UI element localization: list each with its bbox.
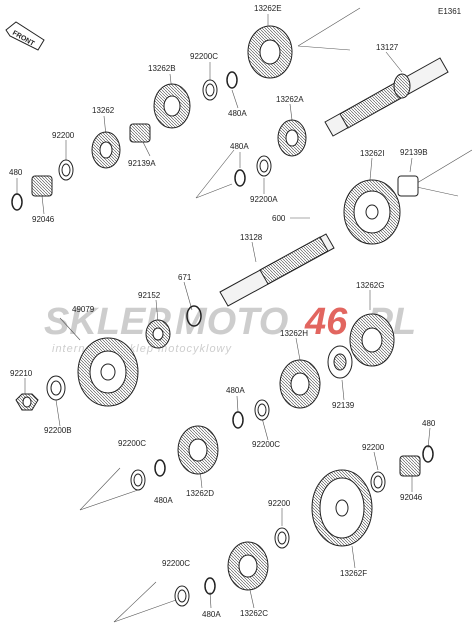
- label-13262c: 13262C: [240, 609, 268, 618]
- label-92210: 92210: [10, 369, 33, 378]
- part-gear-13262b[interactable]: [153, 83, 191, 129]
- part-bearing-92046-a[interactable]: [31, 175, 53, 197]
- label-92200c-b: 92200C: [252, 440, 280, 449]
- label-13262a: 13262A: [276, 95, 304, 104]
- part-washer-92200-a[interactable]: [58, 159, 74, 181]
- part-bearing-92152[interactable]: [145, 319, 171, 349]
- label-92139b: 92139B: [400, 148, 428, 157]
- part-nut-92210[interactable]: [15, 393, 39, 411]
- part-bearing-92139a[interactable]: [129, 123, 151, 143]
- label-480a-d: 480A: [154, 496, 173, 505]
- part-gear-13262h[interactable]: [279, 359, 321, 409]
- watermark-brand-num: 46: [304, 301, 348, 343]
- part-gear-13262[interactable]: [91, 131, 121, 169]
- label-92046-b: 92046: [400, 493, 423, 502]
- label-92200c-c: 92200C: [118, 439, 146, 448]
- part-gear-13262d[interactable]: [177, 425, 219, 475]
- label-92200-b: 92200: [362, 443, 385, 452]
- part-gear-13262c[interactable]: [227, 541, 269, 591]
- part-sprocket-49079[interactable]: [77, 337, 139, 407]
- front-arrow-icon: FRONT: [5, 21, 45, 51]
- part-bushing-92139b[interactable]: [397, 175, 419, 197]
- part-oring-671[interactable]: [186, 305, 202, 327]
- label-13262f: 13262F: [340, 569, 367, 578]
- part-circlip-480a-c[interactable]: [232, 411, 244, 429]
- label-92046-a: 92046: [32, 215, 55, 224]
- label-671: 671: [178, 273, 192, 282]
- label-92200-c: 92200: [268, 499, 291, 508]
- part-washer-92200c-c[interactable]: [130, 469, 146, 491]
- label-92139: 92139: [332, 401, 355, 410]
- label-13127: 13127: [376, 43, 399, 52]
- label-13262h: 13262H: [280, 329, 308, 338]
- part-shaft-13127[interactable]: [324, 57, 449, 137]
- part-shaft-13128[interactable]: [219, 233, 335, 307]
- label-49079: 49079: [72, 305, 95, 314]
- part-washer-92200c-d[interactable]: [174, 585, 190, 607]
- part-circlip-480a-a[interactable]: [226, 71, 238, 89]
- part-circlip-480a-b[interactable]: [234, 169, 246, 187]
- part-bearing-92139[interactable]: [327, 345, 353, 379]
- part-gear-13262i[interactable]: [343, 179, 401, 245]
- part-washer-92200b[interactable]: [46, 375, 66, 401]
- label-92200a: 92200A: [250, 195, 278, 204]
- label-13262: 13262: [92, 106, 115, 115]
- part-circlip-480-b[interactable]: [422, 445, 434, 463]
- label-13262g: 13262G: [356, 281, 384, 290]
- label-92200c-a: 92200C: [190, 52, 218, 61]
- part-washer-92200-c[interactable]: [274, 527, 290, 549]
- label-13262e: 13262E: [254, 4, 282, 13]
- label-13262b: 13262B: [148, 64, 176, 73]
- label-480a-c: 480A: [226, 386, 245, 395]
- label-92200c-d: 92200C: [162, 559, 190, 568]
- label-480a-a: 480A: [228, 109, 247, 118]
- label-13262d: 13262D: [186, 489, 214, 498]
- label-480-a: 480: [9, 168, 23, 177]
- part-washer-92200-b[interactable]: [370, 471, 386, 493]
- label-13262i: 13262I: [360, 149, 384, 158]
- leader-lines: [16, 7, 472, 623]
- part-washer-92200a[interactable]: [256, 155, 272, 177]
- label-480a-e: 480A: [202, 610, 221, 619]
- part-washer-92200c-a[interactable]: [202, 79, 218, 101]
- part-circlip-480a-e[interactable]: [204, 577, 216, 595]
- part-bearing-92046-b[interactable]: [399, 455, 421, 477]
- label-600: 600: [272, 214, 286, 223]
- diagram-code: E1361: [438, 7, 462, 16]
- label-480a-b: 480A: [230, 142, 249, 151]
- watermark-tagline: internetowy sklep motocyklowy: [52, 343, 233, 355]
- label-13128: 13128: [240, 233, 263, 242]
- label-92139a: 92139A: [128, 159, 156, 168]
- watermark-brand-right: MOTO: [175, 301, 288, 343]
- label-92200b: 92200B: [44, 426, 72, 435]
- part-gear-13262a[interactable]: [277, 119, 307, 157]
- part-gear-13262g[interactable]: [349, 313, 395, 367]
- part-circlip-480a-d[interactable]: [154, 459, 166, 477]
- part-washer-92200c-b[interactable]: [254, 399, 270, 421]
- label-480-b: 480: [422, 419, 436, 428]
- part-gear-13262e[interactable]: [247, 25, 293, 79]
- label-92152: 92152: [138, 291, 161, 300]
- part-gear-13262f[interactable]: [311, 469, 373, 547]
- label-92200-a: 92200: [52, 131, 75, 140]
- part-circlip-480-a[interactable]: [11, 193, 23, 211]
- part-labels: 13262E 13127 13262B 92200C 480A 13262A 1…: [9, 4, 436, 619]
